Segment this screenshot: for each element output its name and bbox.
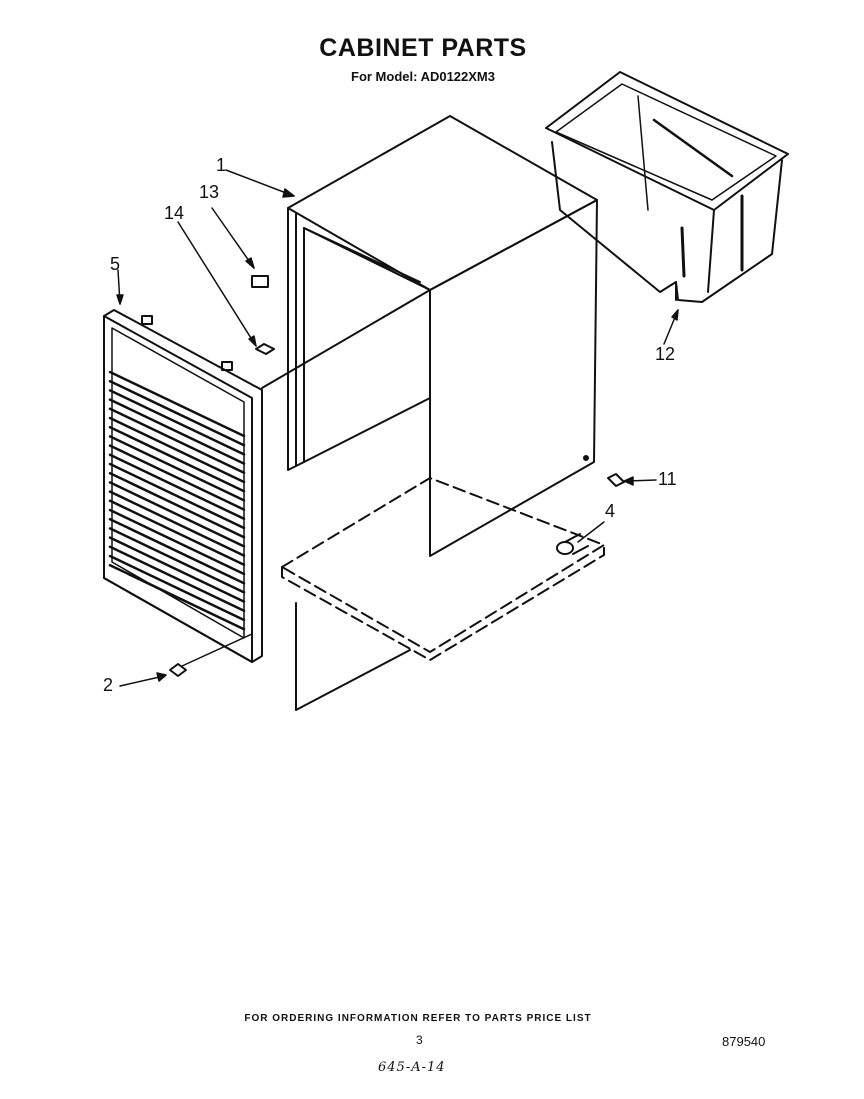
grille-slat bbox=[108, 527, 246, 594]
grille-slat bbox=[108, 508, 246, 576]
grille-slat bbox=[108, 398, 246, 465]
callout-11: 11 bbox=[658, 469, 677, 489]
callout-13: 13 bbox=[199, 182, 220, 202]
water-bucket bbox=[545, 71, 789, 303]
callout-1: 1 bbox=[216, 155, 227, 175]
grille-slat bbox=[108, 554, 246, 622]
grille-slat bbox=[108, 563, 246, 631]
grille-slat bbox=[108, 517, 246, 585]
callout-12: 12 bbox=[655, 344, 676, 364]
grille-slat bbox=[108, 536, 246, 603]
page-number: 3 bbox=[416, 1033, 423, 1047]
hidden-edges bbox=[261, 289, 431, 711]
callout-14: 14 bbox=[164, 203, 185, 223]
grille-slat bbox=[108, 545, 246, 613]
base-pan bbox=[281, 477, 605, 661]
callout-5: 5 bbox=[110, 254, 121, 274]
callout-4: 4 bbox=[605, 501, 616, 521]
cabinet-body bbox=[287, 115, 598, 557]
small-parts bbox=[169, 275, 625, 677]
grille-slat bbox=[108, 471, 246, 539]
grille-slat bbox=[108, 490, 246, 557]
grille-slat bbox=[108, 499, 246, 567]
grille-slat bbox=[108, 453, 246, 521]
ordering-note: FOR ORDERING INFORMATION REFER TO PARTS … bbox=[244, 1013, 592, 1024]
grille-slat bbox=[108, 425, 246, 493]
grille-slat bbox=[108, 389, 246, 456]
grille-slat bbox=[108, 379, 246, 447]
grille-slat bbox=[108, 462, 246, 530]
grille-slat bbox=[108, 435, 246, 502]
grille-slat bbox=[108, 407, 246, 475]
grille-slat bbox=[108, 416, 246, 484]
grille-slat bbox=[108, 444, 246, 511]
handwritten-code: 645-A-14 bbox=[378, 1060, 446, 1075]
grille-slat bbox=[108, 481, 246, 548]
document-number: 879540 bbox=[722, 1034, 766, 1049]
callout-2: 2 bbox=[103, 675, 114, 695]
front-grille bbox=[103, 309, 263, 663]
leader-lines bbox=[116, 169, 679, 687]
diagram-title: CABINET PARTS bbox=[319, 34, 527, 62]
grille-slat bbox=[108, 370, 246, 438]
model-subtitle: For Model: AD0122XM3 bbox=[351, 69, 495, 84]
